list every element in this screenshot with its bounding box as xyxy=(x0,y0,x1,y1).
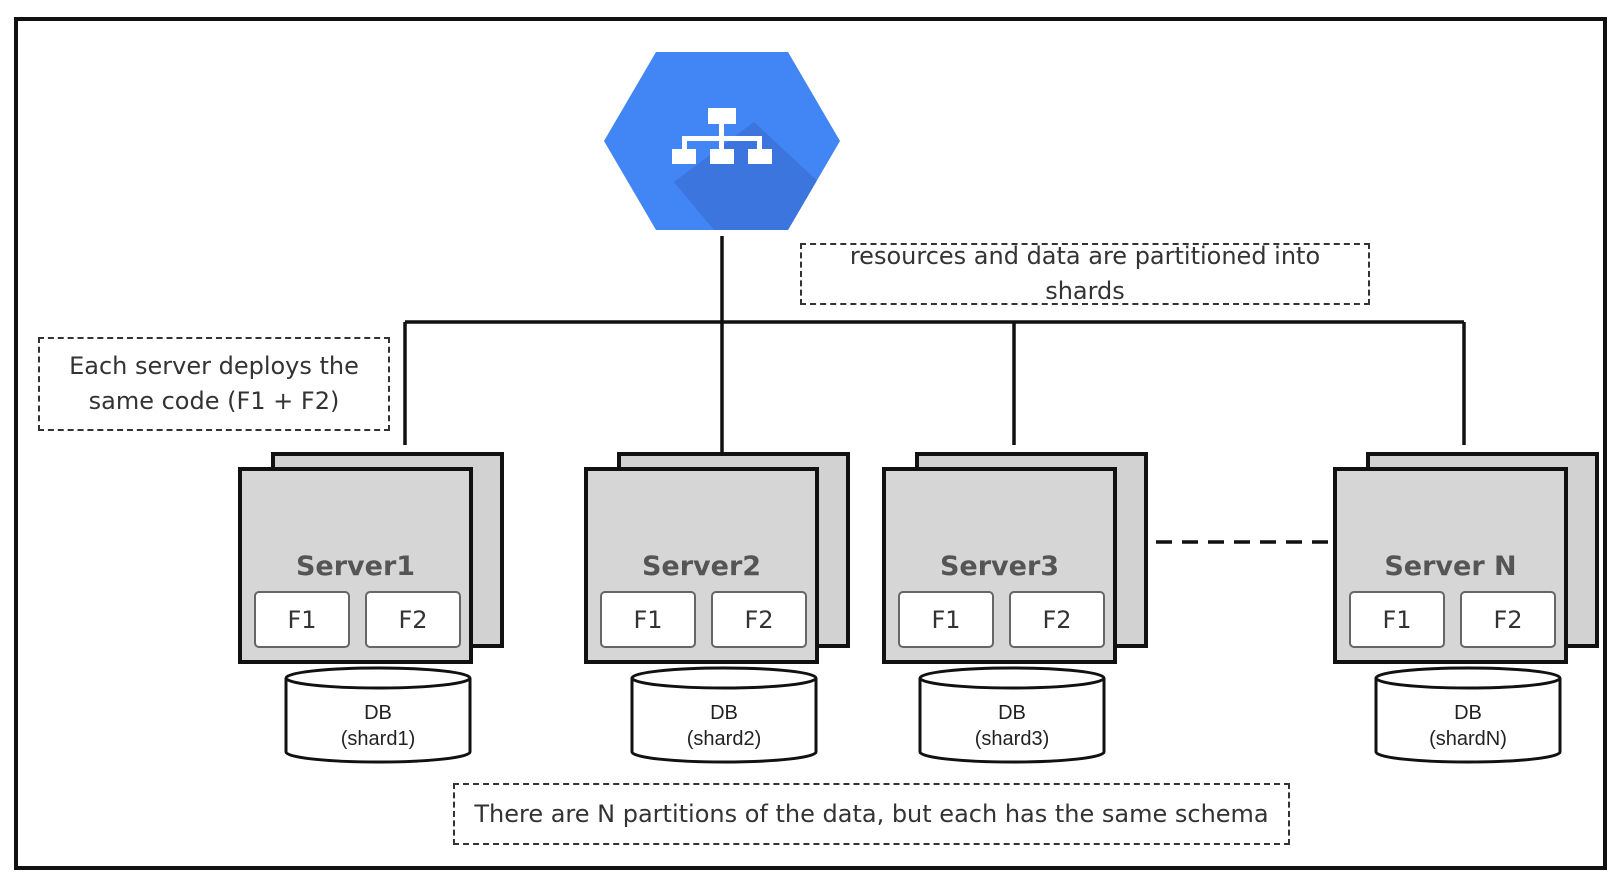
database-cylinder-icon xyxy=(630,666,818,764)
server-name: Server1 xyxy=(295,551,416,582)
function-f2: F2 xyxy=(711,591,807,648)
database-shard: (shard1) xyxy=(340,728,416,750)
note-same-code: Each server deploys the same code (F1 + … xyxy=(38,337,390,431)
server-name: Server N xyxy=(1384,551,1517,582)
server-name: Server2 xyxy=(641,551,762,582)
database-name: DB xyxy=(710,702,738,724)
database-label: DB (shard3) xyxy=(918,700,1106,752)
server-node-3: Server3 F1 F2 xyxy=(882,452,1148,664)
database-label: DB (shard1) xyxy=(284,700,472,752)
database-name: DB xyxy=(364,702,392,724)
note-same-code-line1: Each server deploys the xyxy=(69,352,359,381)
note-same-schema-text: There are N partitions of the data, but … xyxy=(474,799,1269,828)
load-balancer-hexagon xyxy=(604,52,840,230)
function-f2: F2 xyxy=(365,591,461,648)
function-f1: F1 xyxy=(600,591,696,648)
note-same-schema: There are N partitions of the data, but … xyxy=(453,783,1290,845)
database-shard-1: DB (shard1) xyxy=(284,666,472,764)
database-shard-n: DB (shardN) xyxy=(1374,666,1562,764)
function-f1: F1 xyxy=(898,591,994,648)
load-balancer-node xyxy=(604,52,840,230)
function-f2: F2 xyxy=(1009,591,1105,648)
note-partitioned-shards: resources and data are partitioned into … xyxy=(800,242,1370,305)
database-shard-3: DB (shard3) xyxy=(918,666,1106,764)
server-node-2: Server2 F1 F2 xyxy=(584,452,850,664)
database-shard: (shard3) xyxy=(974,728,1050,750)
database-name: DB xyxy=(998,702,1026,724)
function-f2: F2 xyxy=(1460,591,1556,648)
database-label: DB (shardN) xyxy=(1374,700,1562,752)
note-partitioned-shards-text: resources and data are partitioned into … xyxy=(849,242,1321,305)
server-node-1: Server1 F1 F2 xyxy=(238,452,504,664)
database-name: DB xyxy=(1454,702,1482,724)
note-same-code-line2: same code (F1 + F2) xyxy=(88,387,340,415)
server-node-n: Server N F1 F2 xyxy=(1333,452,1599,664)
database-cylinder-icon xyxy=(918,666,1106,764)
function-f1: F1 xyxy=(254,591,350,648)
network-hierarchy-icon xyxy=(672,108,772,164)
server-box: Server3 F1 F2 xyxy=(882,467,1117,664)
database-shard-2: DB (shard2) xyxy=(630,666,818,764)
database-label: DB (shard2) xyxy=(630,700,818,752)
server-box: Server2 F1 F2 xyxy=(584,467,819,664)
server-name: Server3 xyxy=(939,551,1060,582)
database-shard: (shardN) xyxy=(1429,728,1507,750)
server-box: Server1 F1 F2 xyxy=(238,467,473,664)
database-shard: (shard2) xyxy=(686,728,762,750)
server-box: Server N F1 F2 xyxy=(1333,467,1568,664)
database-cylinder-icon xyxy=(284,666,472,764)
database-cylinder-icon xyxy=(1374,666,1562,764)
function-f1: F1 xyxy=(1349,591,1445,648)
note-same-code-text: Each server deploys the same code (F1 + … xyxy=(69,349,359,419)
